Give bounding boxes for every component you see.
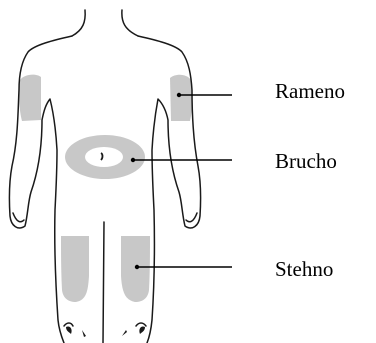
crotch-line [103, 222, 104, 343]
label-thigh: Stehno [275, 259, 333, 280]
hand-right [186, 213, 197, 222]
zone-arm-left [19, 75, 41, 121]
zone-thigh-right [121, 236, 150, 302]
leader-dot-arm [177, 93, 181, 97]
knee-left [64, 323, 73, 326]
neck-left [72, 10, 85, 36]
knee-tick-right [122, 330, 127, 336]
outline-right-side [138, 36, 201, 343]
knee-mark-right [139, 326, 145, 334]
knee-right [136, 323, 146, 326]
knee-mark-left [66, 326, 72, 334]
knee-tick-left [82, 330, 86, 337]
leader-dot-thigh [135, 265, 139, 269]
leader-dot-belly [131, 158, 135, 162]
hand-left [13, 213, 24, 222]
neck-right [122, 10, 138, 36]
label-arm: Rameno [275, 81, 345, 102]
zone-thigh-left [61, 236, 89, 302]
label-belly: Brucho [275, 151, 337, 172]
navel-area [85, 147, 123, 167]
knee-marks [66, 326, 145, 337]
zone-arm-right [170, 75, 192, 121]
